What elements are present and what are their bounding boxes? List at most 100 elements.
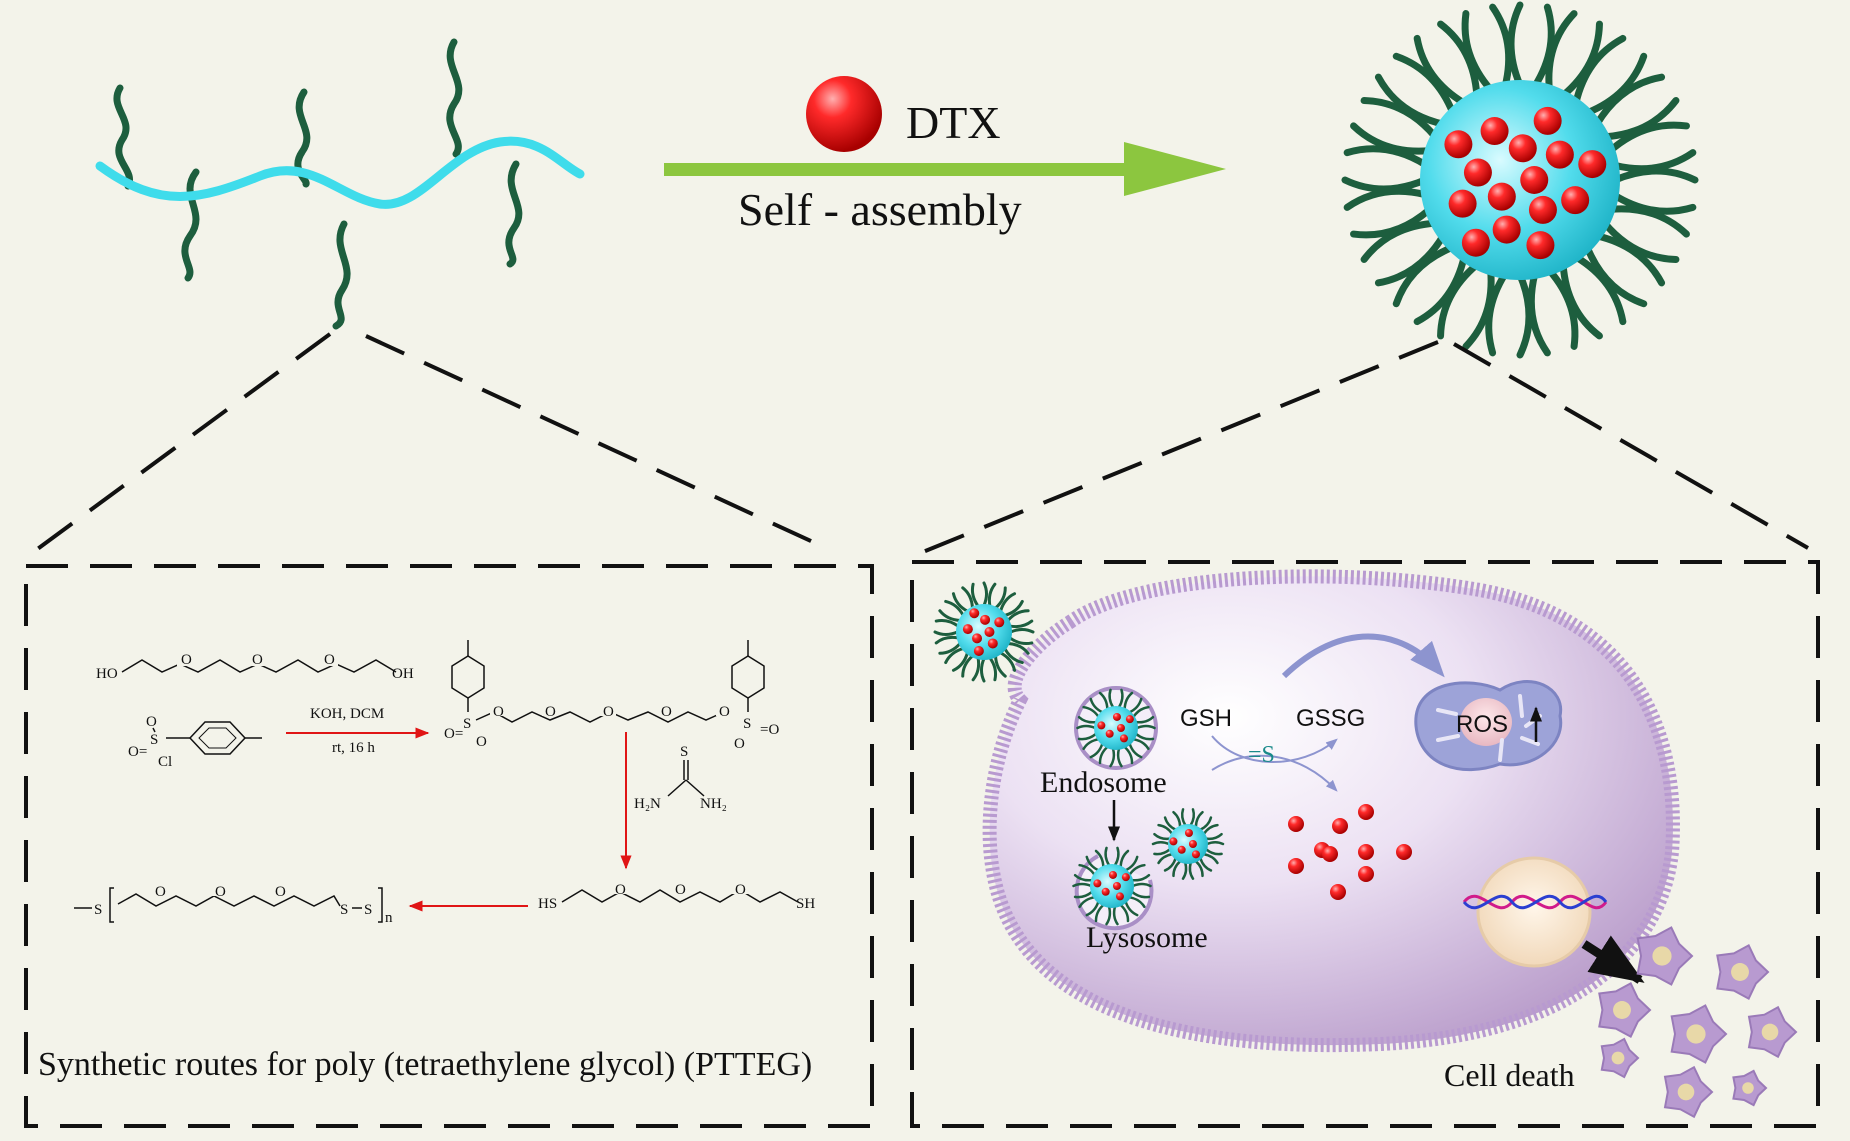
mitochondrion xyxy=(1414,680,1563,772)
micelle-chain xyxy=(1611,167,1699,184)
micelle-chain xyxy=(1006,609,1030,622)
micelle-chain xyxy=(1128,742,1143,759)
chloride-label: Cl xyxy=(158,754,172,770)
svg-text:O: O xyxy=(734,736,745,752)
micelle-chain xyxy=(994,654,1007,678)
micelle-chain xyxy=(1374,73,1447,128)
micelle-chain xyxy=(1157,823,1174,835)
micelle-chain xyxy=(1073,873,1094,882)
lysosome xyxy=(1072,846,1154,930)
micelle-drug xyxy=(1184,829,1193,838)
micelle-chain xyxy=(944,599,965,617)
thiourea-structure: S H₂N NH₂ xyxy=(634,744,727,812)
micelle-drug xyxy=(994,617,1005,628)
micelle-chain xyxy=(1089,742,1104,759)
micelle-chain xyxy=(1135,724,1156,730)
micelle-chain xyxy=(988,656,998,682)
gssg-label: GSSG xyxy=(1296,705,1365,732)
micelle-chain xyxy=(1194,810,1204,828)
micelle-chain xyxy=(934,618,960,628)
micelle-drug xyxy=(1112,712,1121,721)
micelle-chain xyxy=(1527,270,1551,357)
hydroxyl-left: HO xyxy=(96,666,118,682)
synthesis-panel: O O O HO OH S O O= Cl KOH, DCM rt, 16 h xyxy=(24,564,874,1128)
cell-death-label: Cell death xyxy=(1444,1057,1575,1093)
micelle-chain xyxy=(1188,861,1195,880)
micelle-chain xyxy=(1132,705,1150,718)
micelle-chain xyxy=(1151,840,1171,846)
endosome xyxy=(1074,686,1158,770)
apoptotic-nucleus xyxy=(1686,1024,1706,1044)
micelle-chain xyxy=(1124,900,1139,917)
micelle-chain xyxy=(1593,73,1666,128)
micelle-chain xyxy=(1098,691,1109,711)
svg-text:O: O xyxy=(735,882,746,898)
micelle-chain xyxy=(1108,688,1115,709)
micelle-chain xyxy=(1572,34,1627,107)
micelle-chain xyxy=(1009,627,1035,634)
micelle-chain xyxy=(1172,810,1182,828)
side-chain xyxy=(181,168,200,282)
apoptotic-nucleus xyxy=(1731,963,1749,981)
micelle-chain xyxy=(1116,747,1123,768)
micelle-chain xyxy=(1163,816,1177,831)
micelle-drug xyxy=(1121,873,1130,882)
apoptotic-nucleus xyxy=(1761,1023,1779,1041)
cell-panel-border xyxy=(910,560,1820,1128)
micelle-chain xyxy=(1199,857,1213,872)
side-chain xyxy=(113,84,133,190)
micelle-drug xyxy=(1188,840,1197,848)
conditions-bottom: rt, 16 h xyxy=(332,740,375,756)
apoptotic-nucleus xyxy=(1677,1083,1695,1101)
micelle-chain xyxy=(1153,848,1172,856)
micelle-chain xyxy=(951,651,969,672)
micelle-chain xyxy=(1098,745,1109,765)
micelle-chain xyxy=(1413,34,1468,107)
nucleus xyxy=(1462,856,1608,968)
dtx-label: DTX xyxy=(906,97,1001,148)
micelle-drug xyxy=(1520,166,1549,194)
svg-text:O=: O= xyxy=(128,744,147,760)
incoming-micelle xyxy=(933,581,1035,683)
micelle-chain xyxy=(944,647,965,665)
self-assembly-arrow xyxy=(664,142,1226,196)
micelle-chain xyxy=(1341,176,1429,193)
micelle-chain xyxy=(1180,808,1187,827)
micelle-drug xyxy=(1444,130,1473,159)
polymer-repeat-n: n xyxy=(385,910,393,926)
micelle-chain xyxy=(1094,903,1105,923)
micelle-drug xyxy=(1108,870,1117,879)
micelle-drug xyxy=(1487,182,1516,211)
tetraethylene-glycol-structure: O O O HO OH xyxy=(96,650,414,682)
micelle-chain xyxy=(1008,636,1034,646)
dna-helix-icon xyxy=(1462,894,1608,910)
micelle-chain xyxy=(1205,840,1225,846)
micelle-chain xyxy=(1078,896,1096,909)
micelle-chain xyxy=(1194,860,1204,878)
micelle-drug xyxy=(1528,195,1557,224)
micelle-chain xyxy=(1489,3,1513,90)
micelle-chain xyxy=(1109,747,1116,768)
disulfide-label: =S xyxy=(1248,742,1275,768)
micelle-chain xyxy=(1606,121,1690,155)
pttegpolymer-structure: S O O O S S n xyxy=(74,882,393,926)
micelle-drug xyxy=(1112,882,1121,890)
cell-panel: Endosome Lysosome GSH GSSG =S xyxy=(910,560,1820,1128)
polymer-backbone xyxy=(95,136,585,209)
micelle-chain xyxy=(1128,863,1146,876)
micelle-chain xyxy=(1131,882,1152,888)
released-micelle xyxy=(1151,808,1225,880)
released-drug xyxy=(1288,804,1412,900)
svg-text:O: O xyxy=(155,884,166,900)
micelle-chain xyxy=(1181,861,1188,880)
micelle-chain xyxy=(970,582,980,608)
micelle-drug xyxy=(1119,734,1128,743)
micelle-chain xyxy=(1199,816,1213,831)
micelle-core xyxy=(1420,80,1620,280)
micelle-chain xyxy=(999,651,1017,672)
micelle-chain xyxy=(1343,187,1430,211)
micelle-drug xyxy=(1125,715,1134,724)
drug-dot xyxy=(1288,858,1304,874)
svg-text:O: O xyxy=(215,884,226,900)
polymer-chain xyxy=(95,38,585,330)
